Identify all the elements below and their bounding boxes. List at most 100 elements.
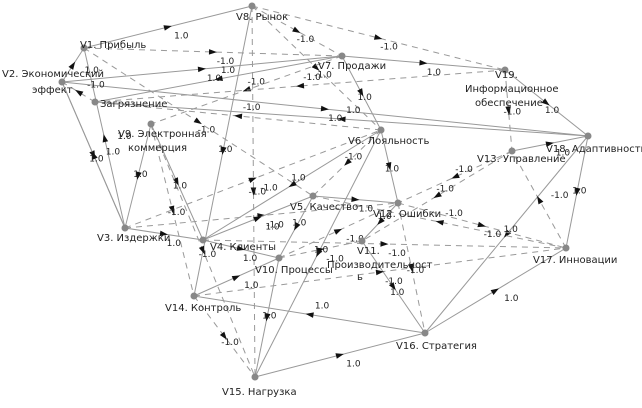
node-v17[interactable] — [562, 244, 570, 252]
edge-weight-v13-v12: -1.0 — [455, 165, 473, 175]
edge-arrow-v2-v7 — [197, 66, 206, 73]
edge-weight-v12-v16: -1.0 — [407, 266, 425, 276]
edge-arrow-v10-v15 — [265, 313, 271, 322]
edge-weight-v16-v17: 1.0 — [504, 294, 519, 304]
edge-v19-v20 — [94, 69, 506, 103]
node-label-v7: V7. Продажи — [318, 61, 386, 72]
edge-weight-v10-v11: -1.0 — [326, 254, 344, 264]
edge-weight-v2-v7: 1.0 — [207, 74, 222, 84]
edge-weight-v3-v2: 1.0 — [106, 147, 121, 157]
edge-arrow-v17-v5 — [435, 220, 444, 226]
node-v10[interactable] — [275, 254, 283, 262]
edge-weight-v6-v20: -1.0 — [243, 103, 261, 113]
edge-arrow-v2-v1 — [68, 61, 76, 70]
edge-weight-v14-v15: -1.0 — [221, 338, 239, 348]
node-v18[interactable] — [584, 132, 592, 140]
edge-weight-v8-v19: -1.0 — [380, 43, 398, 53]
node-label-v10: V10. Процессы — [255, 265, 333, 276]
edge-v13-v12 — [397, 150, 513, 204]
node-v2[interactable] — [58, 78, 66, 86]
node-v7[interactable] — [338, 52, 346, 60]
edge-weight-v8-v7: -1.0 — [297, 35, 315, 45]
node-v20[interactable] — [91, 98, 99, 106]
node-label-v13: V13. Управление — [477, 154, 566, 165]
node-v19[interactable] — [501, 66, 509, 74]
node-v12[interactable] — [394, 199, 402, 207]
edge-v12-v17 — [397, 202, 567, 249]
edge-arrow-v18-v17 — [575, 187, 581, 196]
edge-arrow-v7-v6 — [357, 88, 364, 97]
edge-arrow-v16-v17 — [490, 288, 499, 295]
edge-arrow-v4-v5 — [253, 216, 262, 223]
edge-arrow-v17-v13 — [537, 196, 544, 205]
edge-arrow-v6-v20 — [234, 113, 243, 120]
edge-weight-v9-v14: -1.0 — [168, 208, 186, 218]
edge-arrow-v12-v17 — [477, 221, 486, 228]
edge-weight-v12-v11: 1.0 — [377, 212, 392, 222]
edge-arrow-v3-v4 — [159, 230, 168, 237]
edge-arrow-v13-v18 — [545, 141, 554, 148]
edge-arrow-v1-v5 — [193, 117, 202, 125]
node-label-v15: V15. Нагрузка — [222, 387, 297, 398]
edge-arrow-v18-v16 — [503, 229, 512, 238]
edge-weight-v8-v15: -1.0 — [249, 188, 267, 198]
node-label-v12: V12. Ошибки — [373, 209, 441, 220]
edge-arrow-v6-v5 — [344, 158, 352, 166]
edge-v14-v15 — [193, 295, 256, 378]
edge-weight-v17-v5: -1.0 — [445, 209, 463, 219]
edge-weight-v14-v10: 1.0 — [244, 281, 259, 291]
edge-arrow-v20-v2 — [75, 89, 84, 97]
edge-arrow-v3-v2 — [91, 151, 98, 160]
node-v8[interactable] — [248, 2, 256, 10]
edge-v19-v13 — [504, 69, 513, 152]
edge-weight-v3-v1: 1.0 — [117, 132, 132, 142]
edge-weight-v3-v12: -1.0 — [266, 220, 284, 230]
edge-weight-v18-v16: 1.0 — [504, 225, 519, 235]
node-label-v17: V17. Инновации — [533, 255, 617, 266]
edge-weight-v9-v15: -1.0 — [199, 250, 217, 260]
edge-arrow-v19-v20 — [296, 82, 305, 89]
edge-weight-v13-v18: 1.0 — [556, 148, 571, 158]
node-v6[interactable] — [377, 126, 385, 134]
node-v14[interactable] — [190, 292, 198, 300]
edge-weight-v16-v14: 1.0 — [315, 302, 330, 312]
edge-weight-v4-v17: -1.0 — [388, 249, 406, 259]
edge-arrow-v1-v7 — [208, 49, 217, 55]
edge-arrow-v1-v8 — [163, 25, 172, 31]
edge-weight-v19-v18: 1.0 — [545, 106, 560, 116]
edge-arrow-v14-v15 — [219, 331, 227, 340]
edges-layer — [61, 5, 589, 378]
edge-arrow-v6-v4 — [288, 180, 297, 188]
node-v1[interactable] — [80, 44, 88, 52]
edge-weight-v9-v3: 1.0 — [133, 170, 148, 180]
node-v5[interactable] — [309, 192, 317, 200]
node-v9[interactable] — [147, 120, 155, 128]
edge-arrow-v14-v10 — [231, 275, 241, 282]
node-label-v16: V16. Стратегия — [396, 341, 477, 352]
edge-weight-v18-v17: 1.0 — [572, 186, 587, 196]
edge-weight-v2-v18: 1.0 — [328, 114, 343, 124]
node-v3[interactable] — [121, 224, 129, 232]
node-v13[interactable] — [508, 147, 516, 155]
edge-v13-v11 — [361, 150, 513, 242]
edge-weight-v11-v16: 1.0 — [390, 288, 405, 298]
edge-arrow-v9-v3 — [136, 171, 142, 180]
node-v4[interactable] — [199, 236, 207, 244]
edge-weight-v2-v3: 1.0 — [89, 155, 104, 165]
node-v11[interactable] — [358, 237, 366, 245]
node-label-v3: V3. Издержки — [97, 233, 170, 244]
edge-weight-v2-v1: 1.0 — [85, 66, 100, 76]
edge-arrow-v3-v6 — [248, 177, 257, 184]
node-v15[interactable] — [251, 373, 259, 381]
node-v16[interactable] — [421, 329, 429, 337]
edge-arrow-v13-v12 — [451, 172, 460, 179]
edge-arrow-v16-v14 — [305, 312, 314, 318]
edge-v8-v15 — [251, 5, 256, 378]
edge-weight-v3-v4: 1.0 — [167, 239, 182, 249]
node-label-v4: V4. Клиенты — [210, 242, 276, 253]
edge-weight-v3-v6: -1.0 — [260, 183, 278, 193]
